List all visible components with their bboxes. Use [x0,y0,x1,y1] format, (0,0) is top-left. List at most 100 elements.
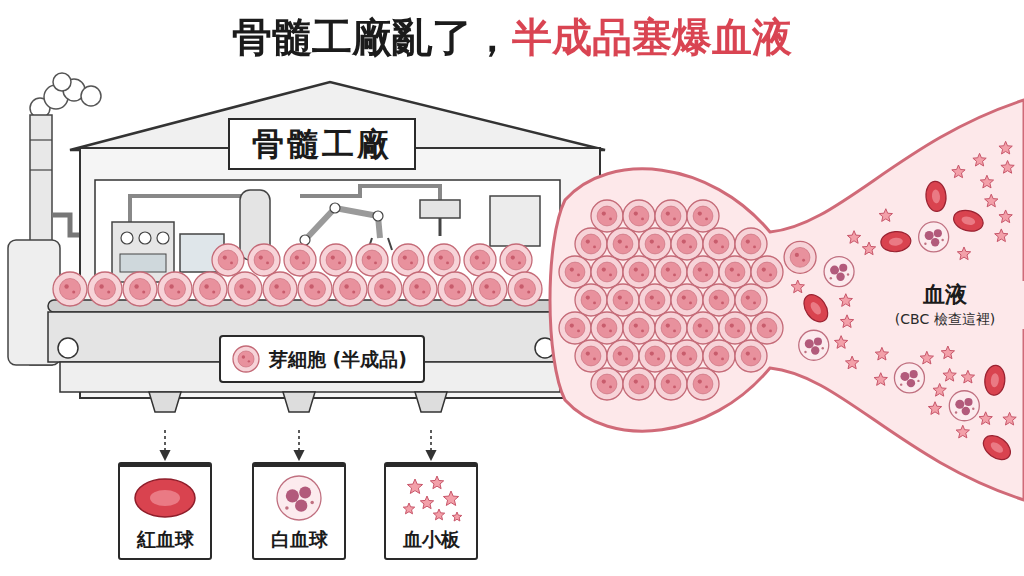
blast-nucleus [398,250,418,270]
arm-joint [373,211,383,221]
nucleolus [331,256,335,260]
blast-nucleus [757,318,777,338]
blood-vessel-wall [550,100,1024,500]
red-cell [925,181,948,213]
nucleolus [705,385,708,388]
blast-nucleus [709,234,729,254]
blast-nucleus [290,250,310,270]
nucleolus [64,284,68,288]
red-cell-body [880,230,912,253]
nucleolus [352,291,355,294]
red-cell-body [925,181,948,213]
blast-nucleus [661,318,681,338]
nucleolus [625,245,628,248]
nucleolus [641,385,644,388]
platelet [995,229,1008,242]
nucleolus [689,301,692,304]
platelet [879,209,892,222]
output-arrow [164,430,166,460]
red-cell-center [809,300,824,316]
nucleolus [475,256,479,260]
blast-cell [193,272,227,306]
nucleolus [795,253,799,257]
blast-nucleus [613,234,633,254]
blast-cell [212,244,244,276]
nucleolus [714,352,718,356]
blast-nucleus [470,250,490,270]
blast-cell [438,272,472,306]
blast-cell [575,284,607,316]
blast-nucleus [693,206,713,226]
white-cell-lobe [964,398,972,406]
nucleolus [586,352,590,356]
blast-cell [591,256,623,288]
blast-nucleus [629,318,649,338]
blast-nucleus [677,290,697,310]
nucleolus [609,273,612,276]
nucleolus [602,212,606,216]
nucleolus [602,324,606,328]
blast-nucleus [677,234,697,254]
nucleolus [625,357,628,360]
cell-label: 芽細胞 (半成品) [269,347,407,372]
nucleolus [593,357,596,360]
white-cell [799,330,829,360]
blast-cell [623,368,655,400]
arm-joint [330,203,340,213]
white-cell-lobe [900,372,909,381]
platelet [957,247,970,260]
white-cell-lobe [830,266,839,275]
blast-cell [500,244,532,276]
blast-cell [639,228,671,260]
blast-nucleus [629,262,649,282]
nucleolus [367,256,371,260]
blast-nucleus [597,374,617,394]
blast-nucleus [629,374,649,394]
white-cell-lobe [925,231,934,240]
chute [149,392,181,412]
white-cell-lobe [962,407,970,415]
blast-nucleus [709,290,729,310]
nucleolus [650,296,654,300]
red-cell-body [951,207,985,234]
platelet [407,479,422,493]
red-cell-center [150,490,180,506]
chute [283,392,315,412]
red-cell-body [799,290,833,326]
nucleolus [484,284,488,288]
platelet [791,280,804,293]
vessel-note: (CBC 檢查這裡) [865,310,1024,330]
blast-nucleus [693,374,713,394]
red-cell-body [979,431,1015,465]
nucleolus [527,291,530,294]
nucleolus [705,329,708,332]
nucleolus [657,301,660,304]
platelet [403,503,414,514]
nucleolus [730,268,734,272]
blast-nucleus [693,262,713,282]
platelet [443,491,458,505]
platelet [941,346,954,359]
nucleolus [99,284,103,288]
vessel-label: 血液 [865,281,1024,310]
white-cell-lobe [286,489,299,502]
white-cell-lobe [907,379,915,387]
nucleolus [641,217,644,220]
granule [830,277,832,279]
blast-nucleus [581,290,601,310]
nucleolus [802,259,805,262]
blast-nucleus [741,346,761,366]
blast-nucleus [741,234,761,254]
platelet [943,368,956,381]
blast-cell [228,272,262,306]
nucleolus [248,360,250,362]
blast-cell [671,284,703,316]
blast-nucleus [565,262,585,282]
output-arrow [430,430,432,460]
nucleolus [714,240,718,244]
nucleolus [737,273,740,276]
blast-nucleus [304,278,325,299]
blast-cell [687,368,719,400]
blast-cell [356,244,388,276]
blast-nucleus [613,346,633,366]
